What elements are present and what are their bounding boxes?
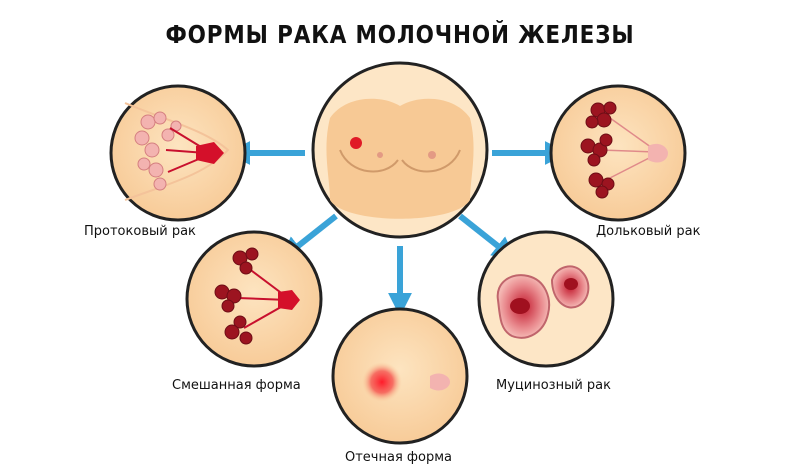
label-lobular: Дольковый рак [596, 224, 701, 239]
label-mixed: Смешанная форма [172, 378, 301, 393]
mucinous-cells-circle [477, 230, 615, 368]
torso-center [311, 61, 489, 239]
arrow-to-mucinous [458, 213, 517, 261]
label-ductal: Протоковый рак [84, 224, 196, 239]
lobular-breast-circle [549, 84, 687, 222]
mixed-breast-circle [185, 230, 323, 368]
edematous-breast-circle [331, 307, 469, 445]
diagram-title: ФОРМЫ РАКА МОЛОЧНОЙ ЖЕЛЕЗЫ [165, 20, 635, 49]
ductal-breast-circle [109, 84, 247, 222]
label-edematous: Отечная форма [345, 450, 452, 465]
label-mucinous: Муцинозный рак [496, 378, 611, 393]
arrows [226, 141, 569, 317]
